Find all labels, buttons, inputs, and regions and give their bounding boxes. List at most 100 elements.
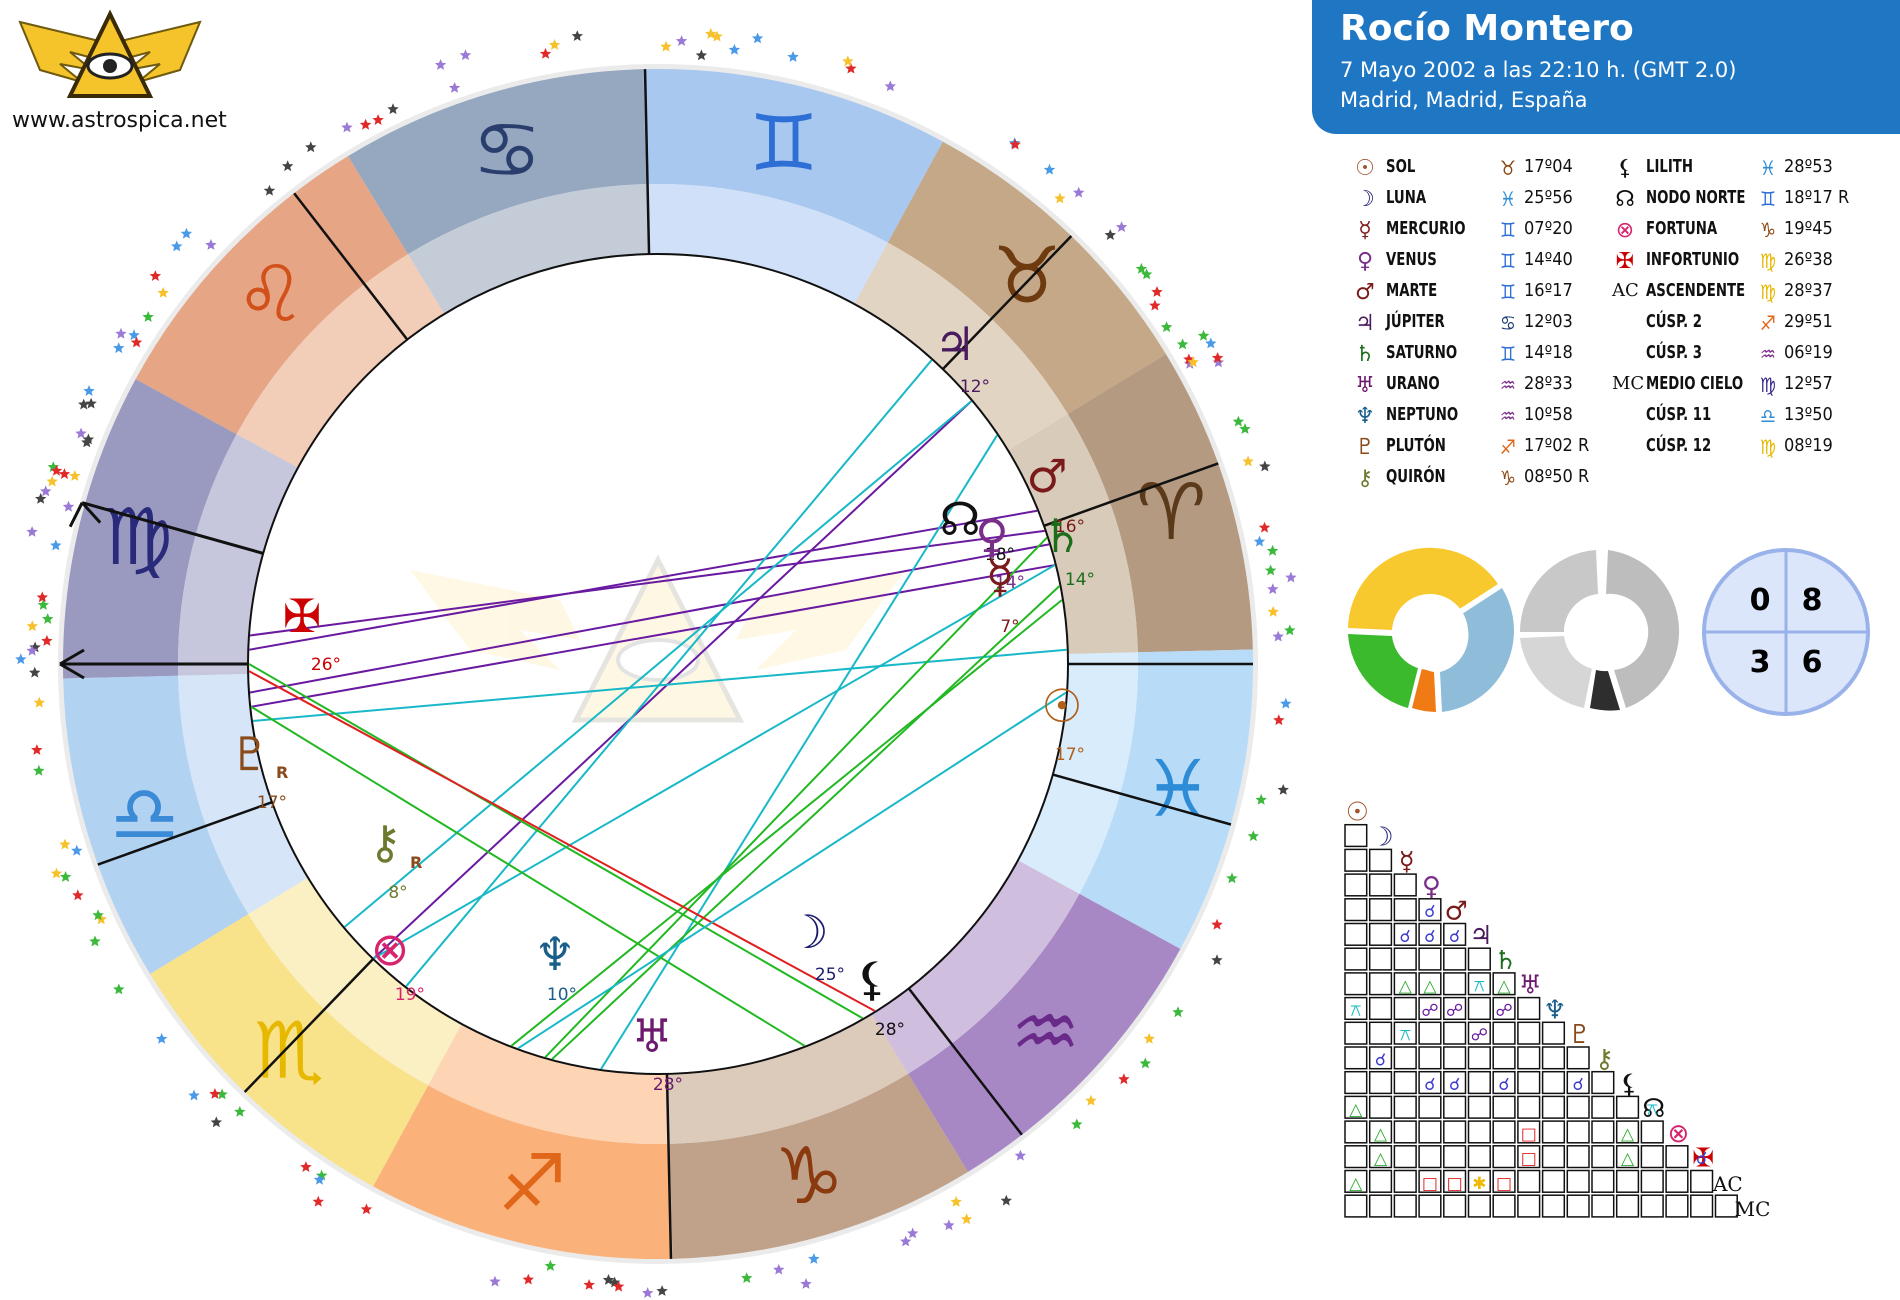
- aspect-symbol-icon: □: [1521, 1149, 1537, 1169]
- aspect-cell: [1418, 1169, 1442, 1193]
- birth-date: 7 Mayo 2002 a las 22:10 h. (GMT 2.0): [1340, 58, 1737, 82]
- position-value: 29º51: [1784, 311, 1833, 332]
- chart-planet-glyph-icon: ⚷: [368, 815, 402, 869]
- star-icon: [1151, 286, 1163, 297]
- star-icon: [62, 500, 75, 512]
- star-icon: [313, 1173, 326, 1185]
- aspect-symbol-icon: ⚻: [1647, 1100, 1658, 1120]
- aspect-cell: [1418, 1046, 1442, 1070]
- aspect-cell: [1492, 1169, 1516, 1193]
- star-icon: [1073, 186, 1085, 198]
- zodiac-band: [1079, 649, 1253, 949]
- house-cusp-line: [665, 1073, 673, 1259]
- chart-planet-degree: 12°: [960, 377, 990, 397]
- chart-planet-degree: 7°: [1000, 617, 1019, 637]
- star-icon: [1014, 1149, 1027, 1161]
- zodiac-band: [1067, 353, 1253, 653]
- aspect-cell: [1615, 1169, 1640, 1193]
- aspect-symbol-icon: ⚻: [1400, 1026, 1411, 1046]
- aspect-cell: [1541, 1194, 1566, 1218]
- aspect-cell: [1517, 1145, 1541, 1169]
- zodiac-inner-band: [236, 254, 445, 468]
- star-icon: [773, 1263, 785, 1275]
- position-value: 28º33: [1524, 373, 1573, 394]
- aspect-cell: [1393, 972, 1417, 996]
- star-icon: [728, 43, 741, 55]
- sign-icon: ♋: [1499, 311, 1517, 335]
- star-icon: [180, 227, 193, 239]
- star-icon: [72, 889, 84, 901]
- position-value: 14º18: [1524, 342, 1573, 363]
- star-icon: [544, 1260, 557, 1271]
- aspect-line: [249, 529, 1045, 637]
- site-url[interactable]: www.astrospica.net: [12, 108, 227, 133]
- point-name: QUIRÓN: [1386, 466, 1446, 487]
- zodiac-sign-icon: ♊: [749, 99, 819, 189]
- star-icon: [1272, 630, 1284, 642]
- aspect-cell: [1541, 1021, 1566, 1045]
- winged-eye-logo-icon: [18, 9, 202, 98]
- chart-planet-degree: 25°: [815, 965, 845, 985]
- point-glyph-icon: ♅: [1355, 373, 1375, 398]
- zodiac-ring: ♈♉♊♋♌♍♎♏♐♑♒♓: [62, 69, 1253, 1259]
- table-row: ♀VENUS♊14º40: [1352, 249, 1642, 279]
- star-icon: [1135, 262, 1148, 274]
- point-name: CÚSP. 3: [1646, 342, 1703, 363]
- element-stats: 0 8 3 6: [1348, 547, 1870, 716]
- aspect-cell: [1368, 972, 1393, 996]
- table-row: ☉SOL♉17º04: [1352, 156, 1642, 186]
- chart-planet-glyph-icon: ✠: [283, 589, 322, 643]
- aspect-cell: [1541, 1095, 1566, 1119]
- aspect-symbol-icon: □: [1447, 1174, 1463, 1194]
- aspect-line: [249, 543, 1050, 694]
- point-name: NODO NORTE: [1646, 187, 1746, 208]
- zodiac-sign-icon: ♎: [110, 770, 180, 860]
- point-name: FORTUNA: [1646, 218, 1718, 239]
- aspect-cell: [1368, 947, 1393, 971]
- aspect-cell: [1517, 1095, 1541, 1119]
- aspect-symbol-icon: ☌: [1696, 1149, 1707, 1169]
- position-value: 28º37: [1784, 280, 1833, 301]
- point-name: URANO: [1386, 373, 1440, 394]
- house-cusp-line: [97, 801, 273, 866]
- star-icon: [884, 80, 896, 92]
- zodiac-sign-icon: ♈: [1136, 468, 1206, 558]
- aspect-cell: [1467, 1046, 1491, 1070]
- house-cusp-line: [1052, 773, 1232, 826]
- chart-planet-degree: 14°: [1065, 570, 1095, 590]
- star-icon: [489, 1275, 501, 1287]
- elements-donut: [1348, 547, 1514, 712]
- aspect-cell: [1393, 1120, 1417, 1144]
- aspect-cell: [1443, 1194, 1467, 1218]
- zodiac-band: [669, 1073, 969, 1259]
- table-row: ♄SATURNO♊14º18: [1352, 342, 1642, 372]
- aspect-cell: [1368, 898, 1393, 922]
- point-name: CÚSP. 11: [1646, 404, 1712, 425]
- aspect-symbol-icon: ☌: [1424, 902, 1435, 922]
- star-icon: [1277, 784, 1289, 795]
- decorative-stars: [15, 27, 1297, 1298]
- star-icon: [751, 32, 764, 44]
- zodiac-sign-icon: ♐: [497, 1139, 567, 1229]
- star-icon: [171, 240, 183, 252]
- aspect-cell: [1418, 947, 1442, 971]
- position-value: 26º38: [1784, 249, 1833, 270]
- aspect-cell: [1492, 1070, 1516, 1095]
- star-icon: [113, 342, 125, 354]
- star-icon: [1285, 571, 1297, 583]
- aspect-cell: [1492, 1046, 1516, 1070]
- point-glyph-icon: ☉: [1355, 156, 1375, 181]
- star-icon: [1267, 605, 1279, 617]
- aspect-cell: [1368, 922, 1393, 946]
- star-icon: [157, 286, 169, 298]
- aspect-symbol-icon: △: [1423, 976, 1437, 996]
- sign-icon: ♑: [1759, 218, 1777, 242]
- aspect-cell: [1443, 922, 1467, 946]
- sign-icon: ♊: [1499, 280, 1517, 304]
- aspect-cell: [1393, 1145, 1417, 1169]
- quadrant-3-count: 3: [1750, 645, 1771, 680]
- grid-label-icon: ♇: [1568, 1020, 1591, 1050]
- house-cusp-line: [243, 958, 375, 1093]
- grid-label-icon: ⚷: [1595, 1045, 1614, 1075]
